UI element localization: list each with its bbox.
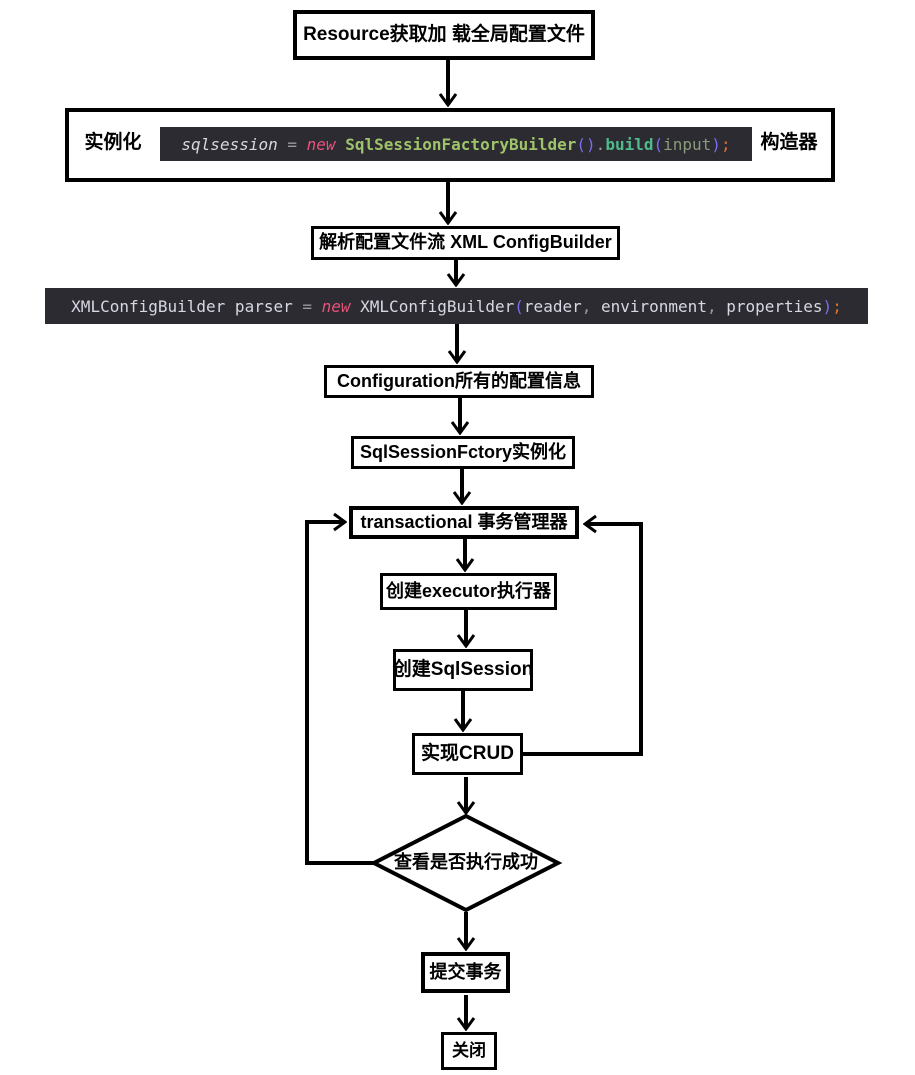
decision-diamond-shape <box>369 813 563 913</box>
node-parse: 解析配置文件流 XML ConfigBuilder <box>311 226 620 260</box>
node-executor: 创建executor执行器 <box>380 573 557 610</box>
node-crud: 实现CRUD <box>412 733 523 775</box>
node-resource: Resource获取加 载全局配置文件 <box>293 10 595 60</box>
node-configuration: Configuration所有的配置信息 <box>324 365 594 398</box>
node-executor-label: 创建executor执行器 <box>385 580 552 601</box>
node-sqlsession-label: 创建SqlSession <box>392 658 534 680</box>
node-close-label: 关闭 <box>452 1040 486 1060</box>
node-sqlsession: 创建SqlSession <box>393 649 533 691</box>
node-commit: 提交事务 <box>421 952 510 993</box>
instantiate-label: 实例化 <box>84 131 142 153</box>
code-factory-builder: sqlsession = new SqlSessionFactoryBuilde… <box>160 127 752 161</box>
loop-crud-to-transactional <box>523 524 643 756</box>
node-factory-label: SqlSessionFctory实例化 <box>359 441 567 462</box>
code-xml-config-builder: XMLConfigBuilder parser = new XMLConfigB… <box>45 288 868 324</box>
node-factory: SqlSessionFctory实例化 <box>351 436 575 469</box>
node-parse-label: 解析配置文件流 XML ConfigBuilder <box>319 232 612 253</box>
node-transactional-label: transactional 事务管理器 <box>360 511 568 532</box>
node-close: 关闭 <box>441 1032 497 1070</box>
loop-decision-to-transactional <box>305 522 376 865</box>
node-decision-label: 查看是否执行成功 <box>394 852 538 873</box>
node-commit-label: 提交事务 <box>429 961 502 982</box>
node-decision: 查看是否执行成功 <box>374 847 558 879</box>
node-crud-label: 实现CRUD <box>421 742 514 764</box>
node-configuration-label: Configuration所有的配置信息 <box>337 370 581 391</box>
node-resource-label: Resource获取加 载全局配置文件 <box>303 23 585 45</box>
constructor-label: 构造器 <box>760 131 818 153</box>
node-transactional: transactional 事务管理器 <box>349 506 579 539</box>
